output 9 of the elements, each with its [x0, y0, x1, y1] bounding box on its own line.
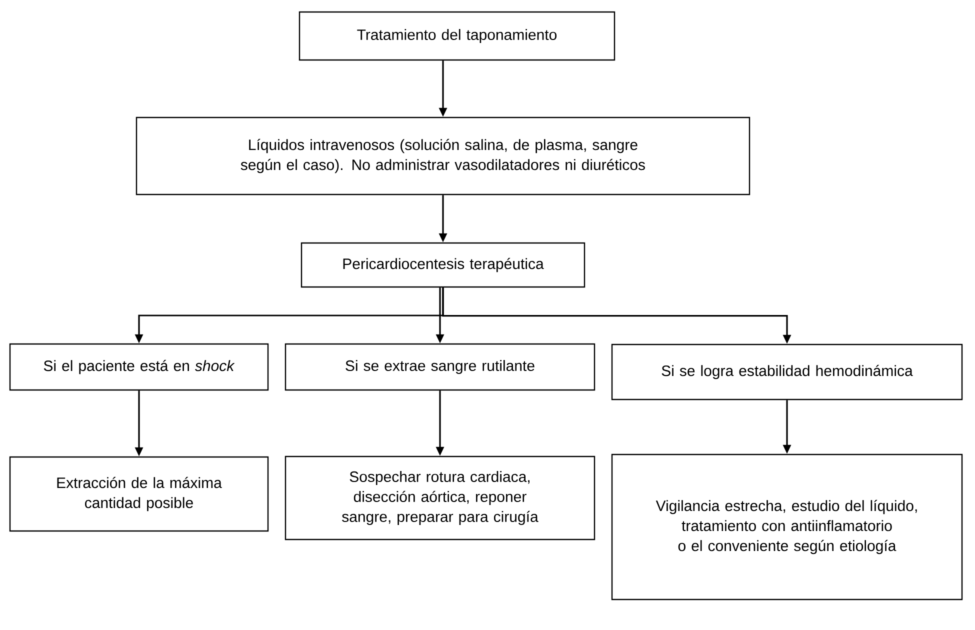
process-box: Tratamiento del taponamiento [298, 11, 616, 61]
process-box: Pericardiocentesis terapéutica [300, 242, 586, 288]
process-box: Extracción de la máxima cantidad posible [9, 456, 269, 532]
process-box: Vigilancia estrecha, estudio del líquido, tratamiento con antiinflamatorio o el conveniente según etiología [611, 454, 963, 600]
process-box: Si se logra estabilidad hemodinámica [611, 344, 963, 400]
process-box: Sospechar rotura cardiaca, disección aórtica, reponer sangre, preparar para cirugía [284, 456, 596, 540]
process-box: Líquidos intravenosos (solución salina, de plasma, sangre según el caso). No administrar vasodilatadores ni diuréticos [136, 116, 750, 196]
process-box: Si el paciente está en shock [9, 343, 269, 391]
process-box: Si se extrae sangre rutilante [284, 343, 596, 391]
